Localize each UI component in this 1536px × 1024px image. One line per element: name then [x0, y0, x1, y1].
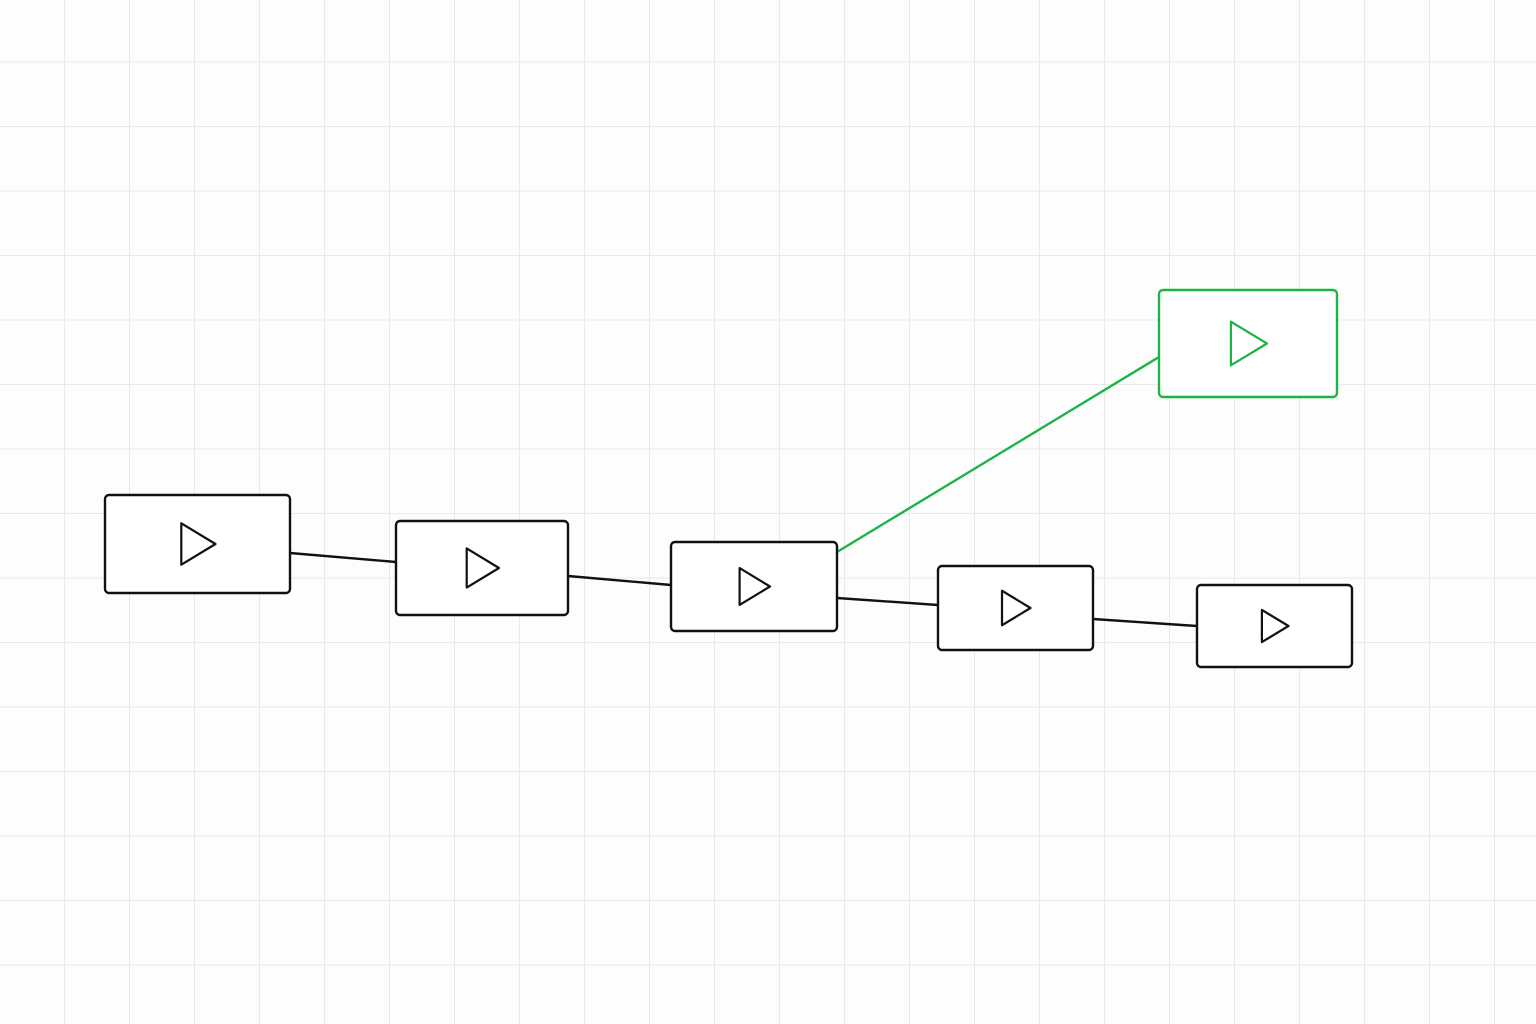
video-node-frame[interactable]	[936, 564, 1095, 652]
connector-clip-2-to-clip-3	[567, 574, 672, 587]
play-icon[interactable]	[180, 522, 217, 566]
video-node-clip-3[interactable]	[669, 540, 839, 633]
video-node-frame[interactable]	[394, 519, 570, 617]
connector-clip-1-to-clip-2	[289, 551, 397, 564]
video-nodes	[103, 288, 1354, 669]
video-node-clip-4[interactable]	[936, 564, 1095, 652]
connector-clip-3-to-clip-4	[836, 596, 939, 607]
video-node-clip-branch[interactable]	[1157, 288, 1339, 399]
video-node-frame[interactable]	[669, 540, 839, 633]
connector-clip-4-to-clip-5	[1092, 617, 1198, 628]
play-icon[interactable]	[1260, 608, 1290, 644]
video-node-clip-1[interactable]	[103, 493, 292, 595]
video-node-frame[interactable]	[1195, 583, 1354, 669]
connector-clip-3-to-clip-branch	[836, 355, 1160, 554]
connectors	[289, 355, 1198, 628]
play-icon[interactable]	[738, 566, 772, 607]
video-node-clip-2[interactable]	[394, 519, 570, 617]
video-node-clip-5[interactable]	[1195, 583, 1354, 669]
video-node-frame[interactable]	[1157, 288, 1339, 399]
play-icon[interactable]	[1229, 320, 1269, 367]
video-node-frame[interactable]	[103, 493, 292, 595]
play-icon[interactable]	[465, 547, 501, 589]
play-icon[interactable]	[1000, 589, 1032, 627]
